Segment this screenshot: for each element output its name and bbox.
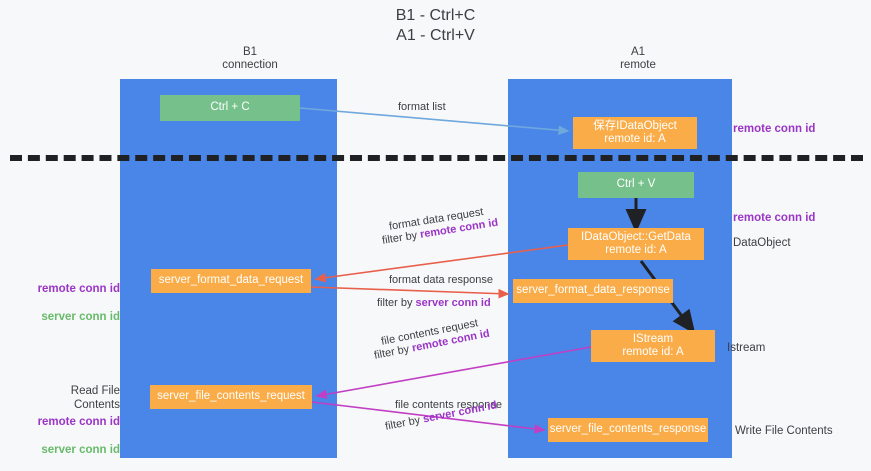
node-server-format-data-response[interactable]: server_format_data_response (513, 279, 673, 303)
lane-header-a1: A1 remote (620, 46, 656, 71)
lane-header-b1: B1 connection (222, 46, 278, 71)
node-server-file-contents-response[interactable]: server_file_contents_response (548, 418, 708, 442)
edge-filter-prefix-3: filter by (373, 342, 414, 362)
label-left-remote-conn-id-2: remote conn id (37, 416, 120, 428)
edge-label-format-data-response-text: format data response (389, 274, 493, 286)
edge-label-file-contents-response-text: file contents response (395, 399, 503, 411)
node-server-file-contents-request[interactable]: server_file_contents_request (150, 385, 312, 409)
label-left-conn-ids-2: remote conn id server conn id (20, 401, 120, 471)
edge-label-file-contents-response: file contents response (395, 398, 502, 412)
label-right-remote-conn-id-top: remote conn id (733, 123, 816, 135)
node-istream[interactable]: IStream remote id: A (591, 330, 715, 362)
edge-label-format-data-response: format data response (389, 273, 493, 287)
page-title: B1 - Ctrl+C A1 - Ctrl+V (395, 7, 476, 44)
label-left-conn-ids: remote conn id server conn id (20, 268, 120, 338)
edge-filter-format-data-response: filter by server conn id (377, 296, 491, 310)
edge-filter-prefix: filter by (381, 228, 422, 247)
label-left-server-conn-id: server conn id (41, 311, 120, 323)
label-left-read-file-contents: Read File Contents (70, 385, 120, 411)
label-right-remote-conn-id-mid: remote conn id (733, 212, 816, 224)
label-left-remote-conn-id: remote conn id (37, 283, 120, 295)
label-left-server-conn-id-2: server conn id (41, 444, 120, 456)
edge-label-format-list-text: format list (398, 101, 446, 113)
edge-filter-prefix-2: filter by (377, 297, 416, 309)
label-right-istream: Istream (727, 342, 766, 354)
edge-filter-server-conn-id: server conn id (415, 297, 491, 309)
node-save-idataobject[interactable]: 保存IDataObject remote id: A (573, 117, 697, 149)
node-server-format-data-request[interactable]: server_format_data_request (151, 269, 311, 293)
node-ctrl-c[interactable]: Ctrl + C (160, 95, 300, 121)
label-right-write-file-contents: Write File Contents (735, 425, 833, 437)
edge-filter-prefix-4: filter by (384, 413, 425, 433)
node-ctrl-v[interactable]: Ctrl + V (578, 172, 694, 198)
node-idataobject-getdata[interactable]: IDataObject::GetData remote id: A (568, 228, 704, 260)
edge-label-format-list: format list (398, 100, 446, 114)
label-right-dataobject: DataObject (733, 237, 791, 249)
section-divider (10, 155, 863, 161)
